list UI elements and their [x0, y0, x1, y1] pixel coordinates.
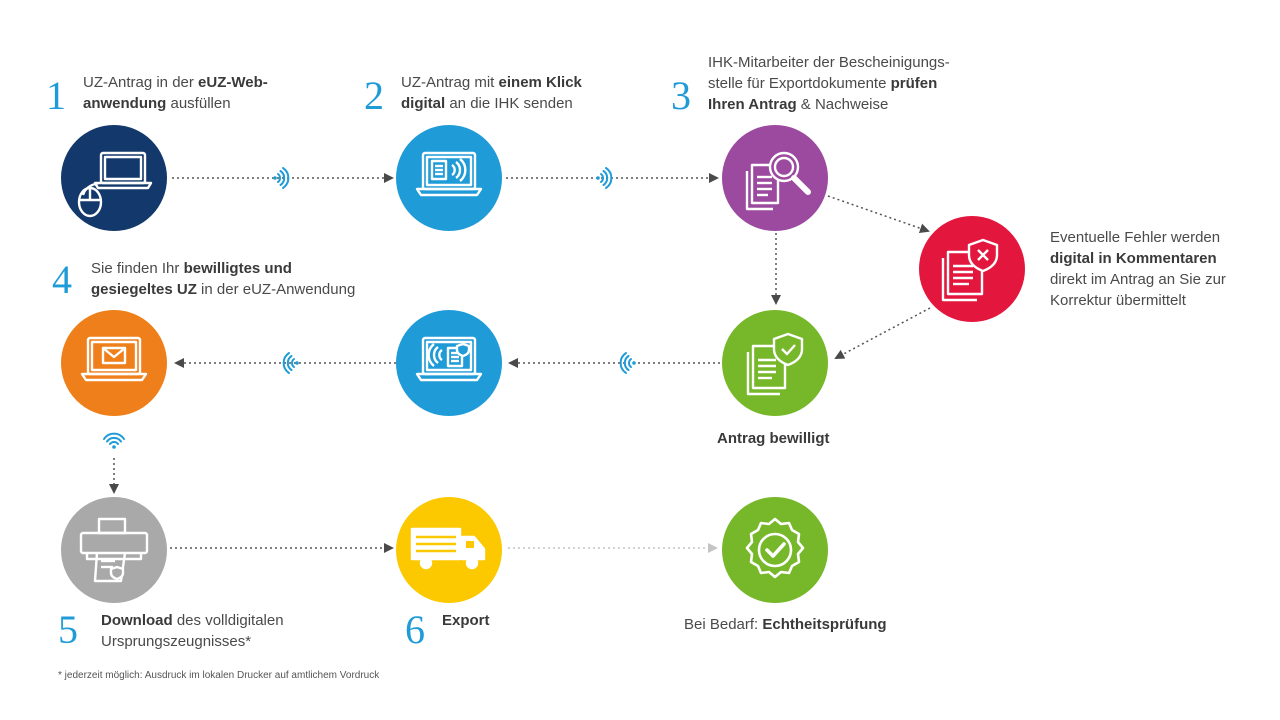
step-6-label: Export [442, 612, 490, 629]
error-note-bold: digital in Kommentaren [1050, 250, 1217, 267]
step-3-text-bold: Ihren Antrag [708, 96, 797, 113]
printer-icon [79, 517, 149, 583]
step-5-text-part: Ursprungszeugnisses* [101, 633, 252, 650]
step-4-circle [396, 310, 502, 416]
approved-circle [722, 310, 828, 416]
step-5-text: Download des volldigitalen Ursprungszeug… [101, 610, 331, 652]
step-5-circle [61, 497, 167, 603]
step-3-text-bold: prüfen [890, 75, 938, 92]
step-3-text: IHK-Mitarbeiter der Bescheinigungs- stel… [708, 52, 968, 115]
step-number-5: 5 [58, 607, 78, 652]
error-note-line: Korrektur übermittelt [1050, 292, 1186, 309]
approved-label: Antrag bewilligt [717, 430, 830, 447]
step-number-3: 3 [671, 73, 691, 118]
step-2-text: UZ-Antrag mit einem Klick digital an die… [401, 72, 631, 114]
step-2-text-part: an die IHK senden [445, 95, 573, 112]
step-2-text-part: UZ-Antrag mit [401, 74, 499, 91]
signal-wave-icon [596, 167, 613, 189]
error-note-line: direkt im Antrag an Sie zur [1050, 271, 1226, 288]
step-number-4: 4 [52, 257, 72, 302]
footnote: * jederzeit möglich: Ausdruck im lokalen… [58, 670, 380, 681]
step-4-text-bold: bewilligtes und [183, 260, 292, 277]
step-2-text-bold: einem Klick [498, 74, 582, 91]
step-3-text-part: stelle für Exportdokumente [708, 75, 891, 92]
step-3-text-part: & Nachweise [796, 96, 889, 113]
step-5-text-part: des volldigitalen [172, 612, 284, 629]
laptop-send-icon [415, 151, 483, 197]
step-4-text-part: Sie finden Ihr [91, 260, 184, 277]
step-1-text-part: ausfüllen [166, 95, 231, 112]
verification-prefix: Bei Bedarf: [684, 616, 763, 633]
verified-seal-icon [745, 517, 805, 579]
truck-icon [410, 527, 486, 570]
laptop-receive-icon [415, 336, 483, 382]
step-1-text-bold: eUZ-Web- [198, 74, 268, 91]
step-4-text-part: in der eUZ-Anwendung [196, 281, 356, 298]
laptop-mouse-icon [77, 151, 153, 218]
document-approved-icon [746, 332, 804, 396]
mail-circle [61, 310, 167, 416]
step-4-text: Sie finden Ihr bewilligtes und gesiegelt… [91, 258, 391, 300]
error-circle [919, 216, 1025, 322]
verification-circle [722, 497, 828, 603]
document-error-icon [941, 238, 999, 302]
step-2-circle [396, 125, 502, 231]
step-1-text: UZ-Antrag in der eUZ-Web- anwendung ausf… [83, 72, 313, 114]
signal-wave-icon [273, 167, 290, 189]
signal-wave-icon [282, 352, 299, 374]
step-4-text-bold: gesiegeltes UZ [91, 281, 197, 298]
verification-label: Bei Bedarf: Echtheitsprüfung [684, 614, 944, 635]
signal-wave-icon [103, 432, 125, 449]
step-1-text-part: UZ-Antrag in der [83, 74, 199, 91]
step-3-circle [722, 125, 828, 231]
step-5-text-bold: Download [101, 612, 173, 629]
step-3-text-part: IHK-Mitarbeiter der Bescheinigungs- [708, 54, 950, 71]
error-note-line: Eventuelle Fehler werden [1050, 229, 1221, 246]
step-2-text-bold: digital [401, 95, 446, 112]
signal-wave-icon [619, 352, 636, 374]
step-number-6: 6 [405, 607, 425, 652]
step-1-circle [61, 125, 167, 231]
step-number-2: 2 [364, 73, 384, 118]
connector-error-approved [834, 307, 931, 359]
step-6-circle [396, 497, 502, 603]
error-note: Eventuelle Fehler werden digital in Komm… [1050, 227, 1270, 311]
step-number-1: 1 [46, 73, 66, 118]
document-search-icon [745, 151, 811, 211]
connector-3-error [827, 195, 930, 234]
laptop-mail-icon [80, 336, 148, 382]
step-1-text-bold: anwendung [83, 95, 167, 112]
verification-bold: Echtheitsprüfung [762, 616, 887, 633]
